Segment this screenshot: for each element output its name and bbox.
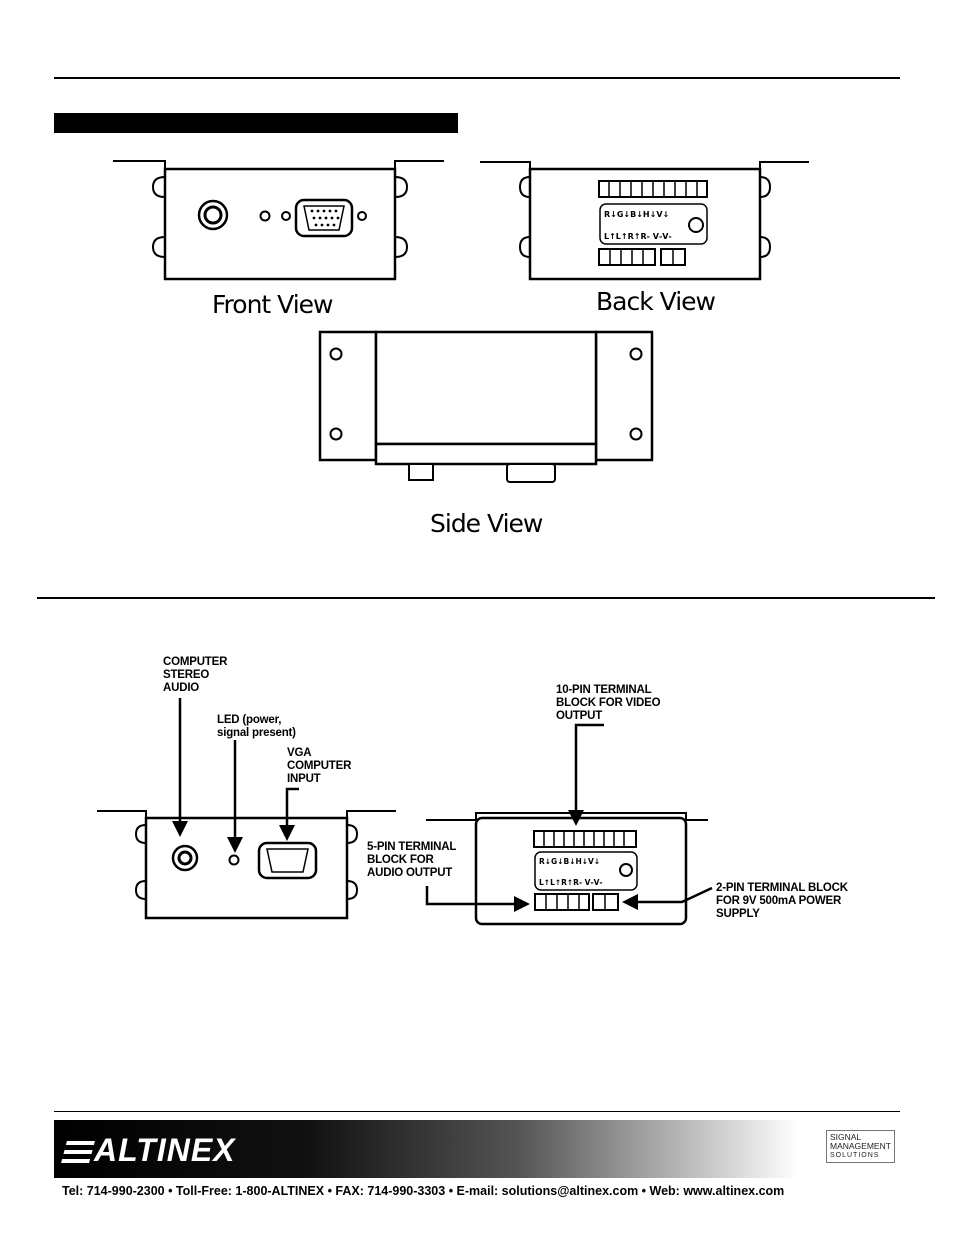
svg-text:R↓G↓B↓H↓V↓: R↓G↓B↓H↓V↓ [539,857,600,866]
footer-brand-band [54,1120,900,1178]
back-view-callout-drawing: R↓G↓B↓H↓V↓ L↑L↑R↑R‑ V‑V‑ [425,723,713,926]
front-view-callout-drawing [97,698,396,920]
callout-led: LED (power,signal present) [217,714,296,739]
altinex-logo: ALTINEX [61,1132,236,1169]
svg-text:L↑L↑R↑R‑ V‑V‑: L↑L↑R↑R‑ V‑V‑ [604,232,672,241]
front-view-drawing [113,160,444,281]
svg-text:R↓G↓B↓H↓V↓: R↓G↓B↓H↓V↓ [604,210,669,219]
logo-mark-icon [61,1141,95,1163]
footer-rule [54,1111,900,1112]
svg-text:L↑L↑R↑R‑ V‑V‑: L↑L↑R↑R‑ V‑V‑ [539,878,603,887]
side-view-caption: Side View [430,509,543,538]
contact-line: Tel: 714-990-2300 • Toll-Free: 1-800-ALT… [62,1184,785,1198]
section-header-bar [54,113,458,133]
side-view-drawing [318,330,654,483]
back-view-caption: Back View [596,287,716,316]
back-view-drawing: R↓G↓B↓H↓V↓ L↑L↑R↑R‑ V‑V‑ [480,161,809,281]
middle-rule [37,597,935,599]
top-rule [54,77,900,79]
front-view-caption: Front View [212,290,334,319]
